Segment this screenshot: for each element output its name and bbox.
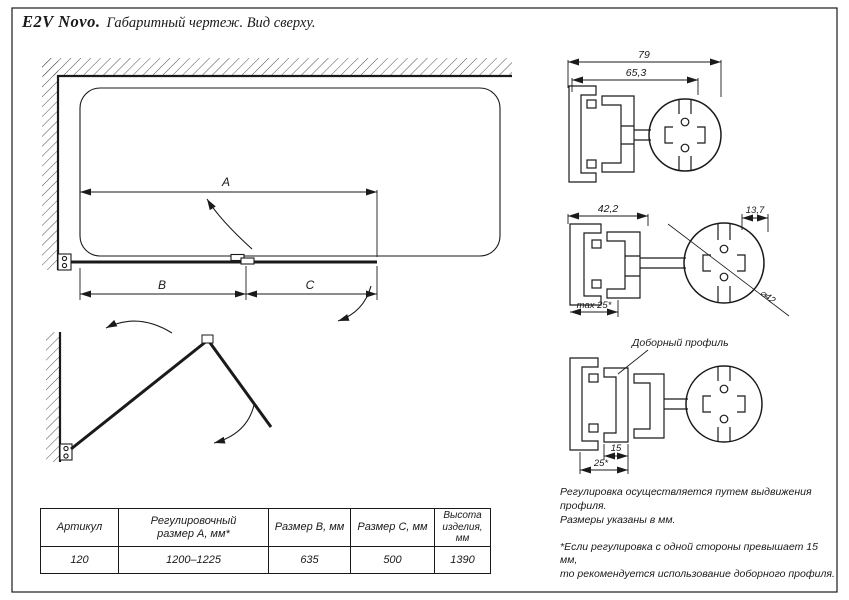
fold-arrow [105, 319, 173, 334]
profile-middle-gap-dim: 13,7 [746, 205, 765, 216]
swing-arrow [206, 198, 253, 250]
note-line-4: то рекомендуется использование доборного… [560, 568, 835, 581]
fold-hinge [201, 334, 214, 344]
cell-size-a: 1200–1225 [118, 546, 269, 574]
dim-c-label: C [306, 278, 315, 292]
bracket-screw [63, 453, 69, 459]
top-view-dimensions [79, 188, 378, 322]
wall-bracket [57, 253, 72, 271]
note-line-2: Размеры указаны в мм. [560, 513, 676, 526]
bathtub-outline [79, 87, 501, 257]
dim-b-label: B [158, 278, 166, 292]
profile-top-width-dim: 79 [638, 49, 650, 61]
header-size-a: Регулировочный размер А, мм* [118, 508, 269, 547]
top-view-drawing [42, 58, 512, 271]
wall-hatch-top [42, 58, 512, 76]
header-size-b: Размер В, мм [268, 508, 351, 547]
profile-bottom-insert-dim: 15 [611, 443, 622, 454]
header-artikul: Артикул [40, 508, 119, 547]
spec-table: Артикул Регулировочный размер А, мм* Раз… [40, 508, 491, 574]
notes-block: Регулировка осуществляется путем выдвиже… [560, 486, 836, 582]
spec-table-data-row: 120 1200–1225 635 500 1390 [40, 546, 491, 574]
header-height: Высота изделия, мм [434, 508, 491, 547]
note-line-3: *Если регулировка с одной стороны превыш… [560, 540, 818, 567]
folded-panel-right [206, 339, 273, 428]
profile-top-inner-dim: 65,3 [626, 67, 647, 79]
cell-size-b: 635 [268, 546, 351, 574]
title-text: Габаритный чертеж. Вид сверху. [106, 15, 316, 31]
bracket-screw [61, 262, 68, 269]
wall-face-line [56, 74, 512, 270]
note-line-1: Регулировка осуществляется путем выдвиже… [560, 486, 812, 512]
profile-middle-width-dim: 42,2 [598, 203, 619, 215]
profile-detail-top [567, 58, 722, 183]
cell-height: 1390 [434, 546, 491, 574]
bracket-screw [61, 255, 68, 262]
center-connector [240, 257, 255, 265]
swing-arrow [337, 285, 372, 322]
cell-size-c: 500 [350, 546, 435, 574]
bracket-screw [63, 445, 69, 452]
fold-arrow [213, 404, 255, 444]
wall-hatch-left [42, 58, 58, 270]
profile-middle-diameter-dim: ⌀42 [758, 288, 778, 307]
profile-bottom-total-dim: 25* [593, 458, 609, 469]
profile-bottom-label: Доборный профиль [631, 337, 729, 349]
profile-middle-max-dim: max 25* [577, 300, 612, 311]
spec-table-header-row: Артикул Регулировочный размер А, мм* Раз… [40, 508, 491, 547]
wall-bracket [59, 443, 73, 461]
cell-artikul: 120 [40, 546, 119, 574]
wall-hatch-left [46, 332, 60, 462]
profile-detail-middle [567, 212, 790, 317]
header-size-c: Размер С, мм [350, 508, 435, 547]
sheet-border [11, 7, 838, 593]
profile-detail-bottom [569, 349, 763, 474]
drawing-title: E2V Novo. Габаритный чертеж. Вид сверху. [22, 12, 315, 32]
folded-view-drawing [46, 319, 273, 462]
model-name: E2V Novo. [22, 12, 101, 31]
folded-panel-left [70, 338, 209, 451]
notes-gap [560, 528, 836, 541]
dim-a-label: A [221, 175, 230, 189]
